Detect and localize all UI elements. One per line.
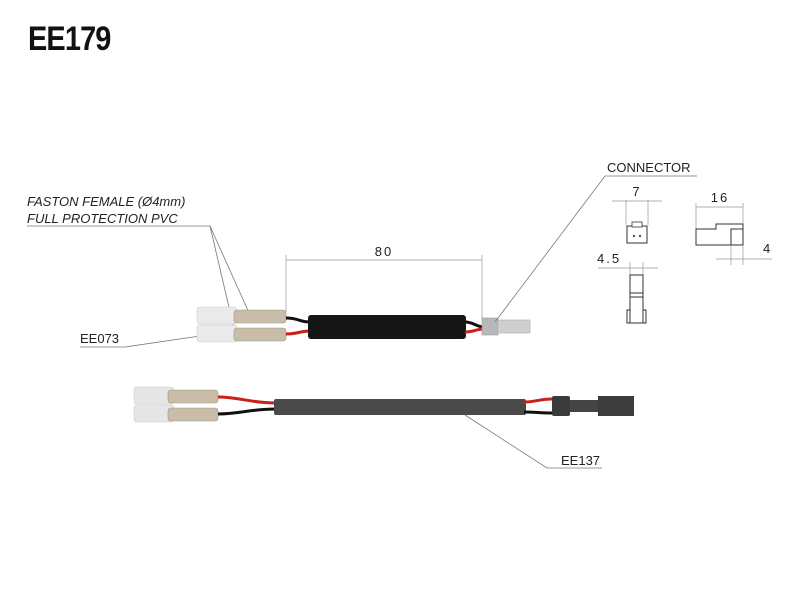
product-code-title: EE179 — [28, 20, 111, 58]
connector-width-value: 7 — [632, 184, 641, 199]
ee073-label: EE073 — [80, 331, 119, 346]
faston-terminal-bottom — [233, 327, 287, 342]
faston-sleeve-bottom — [196, 324, 238, 343]
connector-thickness-value: 4.5 — [597, 251, 621, 266]
connector-top-view: 16 4 — [695, 190, 772, 265]
length-dimension-value: 80 — [375, 244, 393, 259]
connector-front-view: 7 — [612, 184, 662, 244]
faston-sleeve-top — [196, 306, 238, 325]
ee137-cable — [133, 386, 634, 423]
ee137-leader-line — [464, 414, 602, 469]
ee073-cable — [196, 306, 531, 343]
connector-leader-line — [494, 175, 697, 323]
length-dimension: 80 — [285, 244, 483, 318]
connector-side-view: 4.5 — [597, 251, 658, 324]
ee073-leader-line — [80, 335, 201, 348]
faston-label-line2: FULL PROTECTION PVC — [27, 211, 178, 226]
black-sleeve — [308, 315, 466, 339]
connector-label: CONNECTOR — [607, 160, 691, 175]
grey-sleeve — [274, 399, 526, 415]
faston-label-line1: FASTON FEMALE (Ø4mm) — [27, 194, 185, 209]
connector-tip-value: 4 — [763, 241, 772, 256]
faston-terminal-top — [233, 309, 287, 324]
ee137-label: EE137 — [561, 453, 600, 468]
connector-length-value: 16 — [711, 190, 729, 205]
